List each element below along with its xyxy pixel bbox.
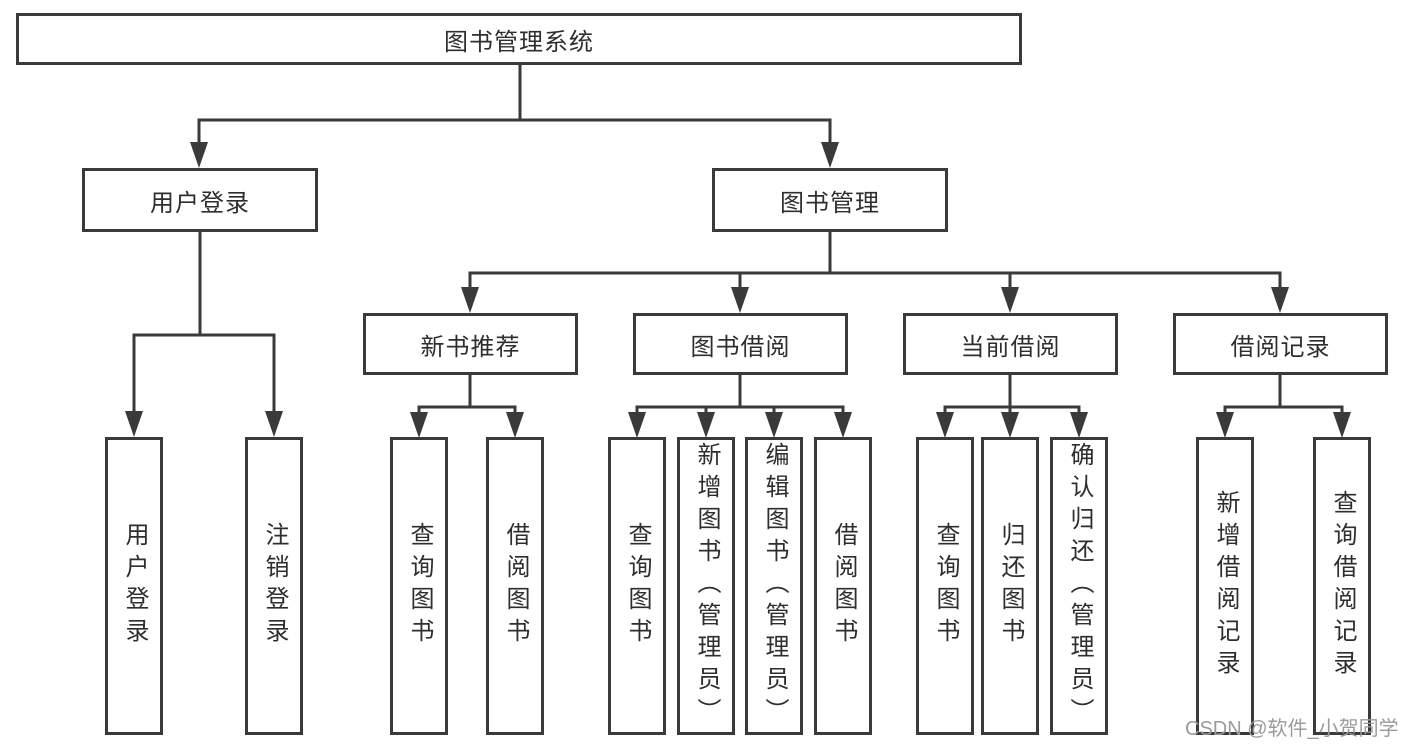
- connector-current-borrow: [936, 375, 1088, 438]
- node-new-book-rec-label: 新书推荐: [420, 333, 521, 361]
- node-book-mgmt: 图书管理: [712, 168, 948, 232]
- node-leaf-borrow-book-rec: 借阅图书: [486, 437, 544, 735]
- node-leaf-add-borrow-record: 新增借阅记录: [1196, 437, 1254, 735]
- connector-new-book-rec: [410, 375, 524, 438]
- node-root: 图书管理系统: [16, 13, 1022, 65]
- connector-user-login: [125, 232, 283, 437]
- node-leaf-user-login: 用户登录: [105, 437, 163, 735]
- node-leaf-borrow-book: 借阅图书: [814, 437, 872, 735]
- node-leaf-user-login-label: 用户登录: [121, 522, 148, 650]
- node-leaf-logout: 注销登录: [245, 437, 303, 735]
- node-book-borrow-label: 图书借阅: [690, 333, 791, 361]
- connector-borrow-records: [1216, 375, 1351, 438]
- node-leaf-query-book-rec: 查询图书: [390, 437, 448, 735]
- node-current-borrow: 当前借阅: [903, 313, 1118, 375]
- node-leaf-return-book-label: 归还图书: [997, 522, 1024, 650]
- csdn-watermark: CSDN @软件_小贺同学: [1185, 718, 1399, 740]
- node-leaf-add-borrow-record-label: 新增借阅记录: [1212, 490, 1239, 682]
- connector-root: [190, 65, 839, 168]
- node-leaf-query-book-current: 查询图书: [916, 437, 974, 735]
- node-book-borrow: 图书借阅: [633, 313, 848, 375]
- node-borrow-records: 借阅记录: [1173, 313, 1388, 375]
- node-leaf-edit-book-admin-label: 编辑图书（管理员）: [761, 442, 788, 730]
- node-leaf-return-book: 归还图书: [981, 437, 1039, 735]
- node-leaf-edit-book-admin: 编辑图书（管理员）: [745, 437, 803, 735]
- node-user-login: 用户登录: [82, 168, 318, 232]
- connector-book-mgmt: [461, 232, 1289, 313]
- node-leaf-borrow-book-label: 借阅图书: [830, 522, 857, 650]
- node-leaf-query-book-borrow-label: 查询图书: [624, 522, 651, 650]
- node-user-login-label: 用户登录: [150, 189, 250, 217]
- node-book-mgmt-label: 图书管理: [780, 189, 880, 217]
- node-leaf-query-borrow-record-label: 查询借阅记录: [1329, 490, 1356, 682]
- node-leaf-logout-label: 注销登录: [261, 522, 288, 650]
- node-leaf-query-borrow-record: 查询借阅记录: [1313, 437, 1371, 735]
- node-leaf-add-book-admin: 新增图书（管理员）: [677, 437, 735, 735]
- node-leaf-query-book-current-label: 查询图书: [932, 522, 959, 650]
- node-current-borrow-label: 当前借阅: [960, 333, 1061, 361]
- node-leaf-add-book-admin-label: 新增图书（管理员）: [693, 442, 720, 730]
- node-borrow-records-label: 借阅记录: [1230, 333, 1331, 361]
- node-leaf-confirm-return-admin-label: 确认归还（管理员）: [1066, 442, 1093, 730]
- node-new-book-rec: 新书推荐: [363, 313, 578, 375]
- connector-book-borrow: [628, 375, 852, 438]
- node-leaf-query-book-borrow: 查询图书: [608, 437, 666, 735]
- node-root-label: 图书管理系统: [444, 28, 594, 56]
- node-leaf-borrow-book-rec-label: 借阅图书: [502, 522, 529, 650]
- node-leaf-query-book-rec-label: 查询图书: [406, 522, 433, 650]
- node-leaf-confirm-return-admin: 确认归还（管理员）: [1050, 437, 1108, 735]
